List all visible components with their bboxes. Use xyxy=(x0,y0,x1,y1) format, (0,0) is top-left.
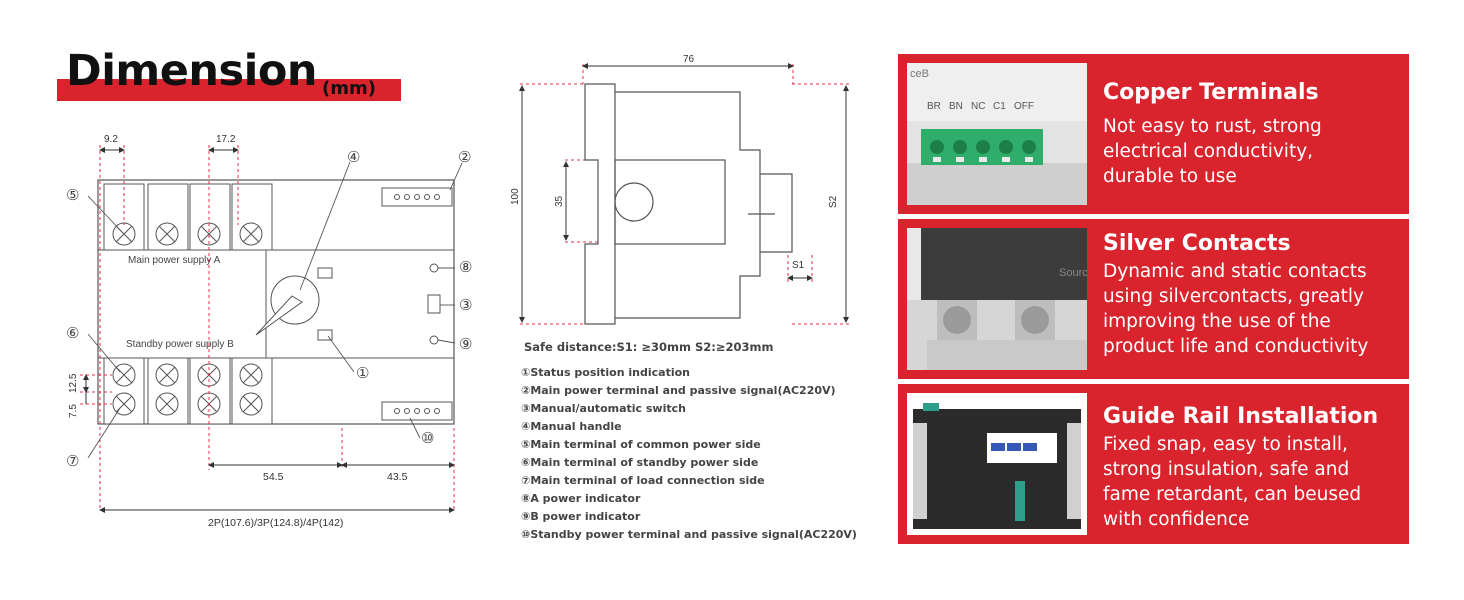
marker-6: ⑥ xyxy=(66,325,79,342)
marker-2: ② xyxy=(458,149,471,166)
legend-item: ⑥Main terminal of standby power side xyxy=(521,456,759,469)
legend-item: ⑨B power indicator xyxy=(521,510,641,523)
desc-line: using silvercontacts, greatly xyxy=(1103,286,1364,307)
photo-label: OFF xyxy=(1014,101,1034,112)
marker-5: ⑤ xyxy=(66,187,79,204)
legend-item: ⑩Standby power terminal and passive sign… xyxy=(521,528,857,541)
photo-label: Sourc xyxy=(1059,267,1087,279)
manual-handle xyxy=(255,263,441,345)
legend-item: ④Manual handle xyxy=(521,420,622,433)
dim-35: 35 xyxy=(554,195,565,207)
copper-terminal-photo: ceB BR BN NC C1 OFF xyxy=(907,63,1087,205)
component-legend: ①Status position indication ②Main power … xyxy=(521,364,857,544)
side-profile xyxy=(584,83,793,325)
legend-item: ⑦Main terminal of load connection side xyxy=(521,474,765,487)
legend-item: ③Manual/automatic switch xyxy=(521,402,686,415)
photo-label: ceB xyxy=(910,68,929,80)
feature-guide-rail-installation: Guide Rail Installation Fixed snap, easy… xyxy=(898,384,1409,544)
photo-label: C1 xyxy=(993,101,1006,112)
safe-distance-note: Safe distance:S1: ≥30mm S2:≥203mm xyxy=(524,340,774,354)
desc-line: Fixed snap, easy to install, xyxy=(1103,434,1348,455)
feature-description: Not easy to rust, strong electrical cond… xyxy=(1103,114,1403,189)
desc-line: strong insulation, safe and xyxy=(1103,459,1350,480)
silver-contacts-photo: Sourc xyxy=(907,228,1087,370)
dim-17-2: 17.2 xyxy=(216,134,236,145)
feature-copper-terminals: ceB BR BN NC C1 OFF Copper Terminals Not… xyxy=(898,54,1409,214)
dim-76: 76 xyxy=(683,54,695,65)
page-title: Dimension xyxy=(66,46,318,96)
dim-54-5: 54.5 xyxy=(263,471,284,483)
marker-1: ① xyxy=(356,365,369,382)
photo-label: NC xyxy=(971,101,985,112)
marker-8: ⑧ xyxy=(459,259,472,276)
feature-title: Silver Contacts xyxy=(1103,231,1291,256)
feature-description: Dynamic and static contacts using silver… xyxy=(1103,259,1403,359)
title-unit: (mm) xyxy=(322,78,376,99)
title-underline-bar xyxy=(57,79,401,101)
marker-4: ④ xyxy=(347,149,360,166)
dim-s1: S1 xyxy=(792,260,805,271)
feature-title: Copper Terminals xyxy=(1103,80,1319,105)
marker-7: ⑦ xyxy=(66,453,79,470)
desc-line: product life and conductivity xyxy=(1103,336,1369,357)
legend-item: ⑧A power indicator xyxy=(521,492,641,505)
legend-item: ⑤Main terminal of common power side xyxy=(521,438,761,451)
dim-s2: S2 xyxy=(828,195,839,208)
dim-7-5: 7.5 xyxy=(68,404,79,418)
signal-connectors xyxy=(381,187,453,421)
photo-label: BN xyxy=(949,101,963,112)
feature-description: Fixed snap, easy to install, strong insu… xyxy=(1103,432,1403,532)
desc-line: improving the use of the xyxy=(1103,311,1331,332)
guide-rail-photo xyxy=(907,393,1087,535)
dim-43-5: 43.5 xyxy=(387,471,408,483)
desc-line: Dynamic and static contacts xyxy=(1103,261,1367,282)
dim-100: 100 xyxy=(510,188,521,205)
desc-line: with confidence xyxy=(1103,509,1250,530)
marker-9: ⑨ xyxy=(459,336,472,353)
photo-label: BR xyxy=(927,101,941,112)
label-main-power-a: Main power supply A xyxy=(128,255,221,266)
bottom-terminals xyxy=(103,357,273,425)
top-terminals xyxy=(103,183,273,251)
front-view-drawing: Main power supply A Standby power supply… xyxy=(66,134,472,529)
desc-line: Not easy to rust, strong xyxy=(1103,116,1322,137)
label-standby-power-b: Standby power supply B xyxy=(126,339,234,350)
desc-line: electrical conductivity, xyxy=(1103,141,1314,162)
dim-9-2: 9.2 xyxy=(104,134,118,145)
marker-10: ⑩ xyxy=(421,430,434,447)
dim-12-5: 12.5 xyxy=(68,373,79,393)
feature-silver-contacts: Sourc Silver Contacts Dynamic and static… xyxy=(898,219,1409,379)
marker-3: ③ xyxy=(459,297,472,314)
dim-total-width: 2P(107.6)/3P(124.8)/4P(142) xyxy=(208,517,343,529)
desc-line: durable to use xyxy=(1103,166,1237,187)
legend-item: ①Status position indication xyxy=(521,366,690,379)
feature-title: Guide Rail Installation xyxy=(1103,404,1379,429)
side-view-drawing: 76 100 35 S2 S1 xyxy=(510,54,850,325)
legend-item: ②Main power terminal and passive signal(… xyxy=(521,384,836,397)
desc-line: fame retardant, can beused xyxy=(1103,484,1362,505)
